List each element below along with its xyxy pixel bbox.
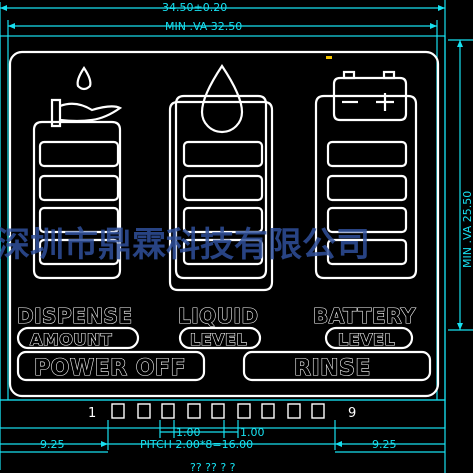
- level-pill: [178, 326, 262, 350]
- dispense-subtitle: AMOUNT: [30, 330, 112, 349]
- liquid-title: LIQUID: [178, 304, 258, 328]
- battery-icon: [332, 76, 408, 122]
- liquid-subtitle: LEVEL: [190, 330, 247, 349]
- amount-pill: [16, 326, 140, 350]
- right-margin-label: 9.25: [372, 438, 397, 451]
- level-bar: [326, 174, 408, 202]
- rinse-label: RINSE: [294, 356, 371, 381]
- bottom-cut-label: ?? ?? ? ?: [190, 461, 236, 473]
- lcd-frame: [8, 50, 440, 398]
- level-bar: [182, 174, 264, 202]
- battery-subtitle: LEVEL: [338, 330, 395, 349]
- level-bar: [182, 206, 264, 234]
- level-bar: [38, 238, 120, 266]
- dispense-title: DISPENSE: [17, 304, 133, 328]
- level-bar: [38, 140, 120, 168]
- pin-gap-label: 1.00: [240, 426, 265, 439]
- overall-width-label: 34.50±0.20: [162, 1, 227, 14]
- indicator-liquid: LIQUID LEVEL: [168, 64, 274, 350]
- battery-terminal: [382, 70, 396, 80]
- left-margin-label: 9.25: [40, 438, 65, 451]
- level-column-outer: [168, 100, 274, 292]
- level-column: [174, 94, 268, 280]
- pitch-label: PITCH 2.00*8=16.00: [140, 438, 253, 451]
- battery-terminal: [342, 70, 356, 80]
- rinse-button[interactable]: [242, 350, 432, 382]
- level-bar: [326, 238, 408, 266]
- level-bar: [182, 140, 264, 168]
- dimension-arrows: [0, 5, 463, 447]
- pin-width-label: 1.00: [176, 426, 201, 439]
- battery-title: BATTERY: [313, 304, 416, 328]
- indicator-dispense: DISPENSE AMOUNT: [16, 66, 140, 350]
- indicator-battery: BATTERY LEVEL: [312, 70, 418, 350]
- power-off-label: POWER OFF: [34, 356, 186, 381]
- level-column: [32, 120, 122, 280]
- battery-level-pill: [324, 326, 414, 350]
- hand-drop-icon: [50, 98, 62, 128]
- va-height-label: MIN .VA 25.50: [461, 191, 473, 268]
- level-bar: [38, 174, 120, 202]
- company-watermark: 深圳市鼎霖科技有限公司: [0, 225, 370, 265]
- pin-last-label: 9: [348, 406, 356, 421]
- small-drop-icon: [76, 66, 92, 91]
- level-bar: [38, 206, 120, 234]
- level-bar: [326, 206, 408, 234]
- large-drop-icon: [200, 64, 244, 134]
- level-column: [314, 94, 418, 280]
- level-bar: [182, 238, 264, 266]
- level-bar: [326, 140, 408, 168]
- power-off-button[interactable]: [16, 350, 206, 382]
- pin-first-label: 1: [88, 406, 96, 421]
- hand-icon: [59, 102, 123, 123]
- alignment-marker: [326, 56, 332, 59]
- va-width-label: MIN .VA 32.50: [165, 20, 242, 33]
- pin-row: [111, 403, 325, 419]
